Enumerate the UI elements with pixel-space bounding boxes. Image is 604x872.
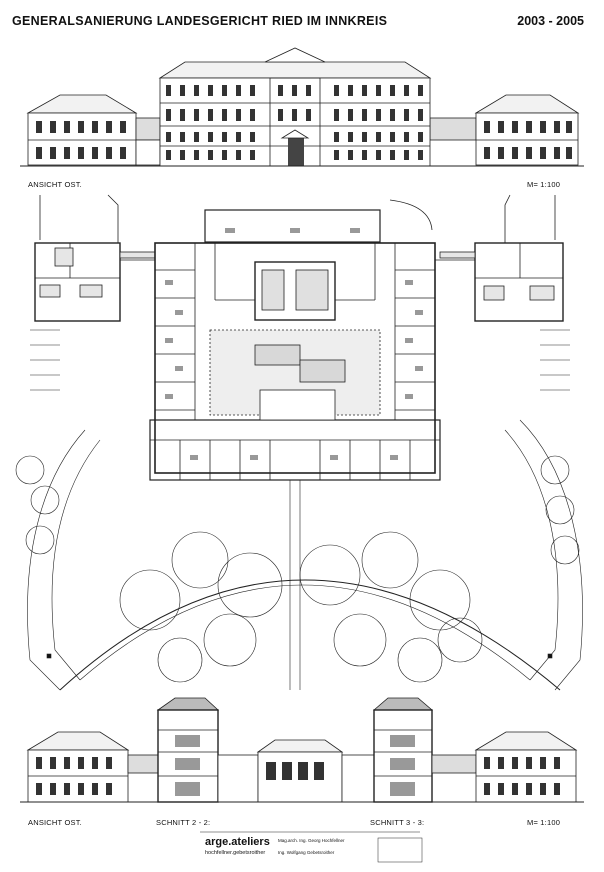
elevation-left-pavilion (26, 94, 138, 166)
bottom-view-label: ANSICHT OST. (28, 818, 82, 827)
elevation-main-building (158, 47, 432, 167)
drawing-title: GENERALSANIERUNG LANDESGERICHT RIED IM I… (12, 14, 388, 28)
plan-right-annex (439, 242, 564, 322)
firm-subtitle: hochfellner.gebetsroither (205, 850, 266, 856)
section-3-label: SCHNITT 3 - 3: (370, 818, 425, 827)
top-view-label: ANSICHT OST. (28, 180, 82, 189)
credit-line-1: Mag.arch. Ing. Georg Hochfellner (278, 838, 345, 843)
credit-line-2: Ing. Wolfgang Gebetsroither (278, 850, 335, 855)
drawing-years: 2003 - 2005 (517, 14, 584, 28)
firm-logo: arge.ateliers (205, 836, 270, 848)
section-2-2 (156, 697, 220, 803)
plan-main-block (120, 209, 475, 481)
plan-left-annex (34, 242, 156, 322)
floor-plan (30, 194, 570, 690)
bottom-scale-label: M= 1:100 (527, 818, 561, 827)
section-3-3 (372, 697, 434, 803)
landscape-plan (15, 419, 583, 691)
section-2-label: SCHNITT 2 - 2: (156, 818, 211, 827)
top-elevation (20, 47, 584, 167)
bottom-elevation (20, 697, 584, 803)
elevation-right-pavilion (474, 94, 580, 166)
top-scale-label: M= 1:100 (527, 180, 561, 189)
